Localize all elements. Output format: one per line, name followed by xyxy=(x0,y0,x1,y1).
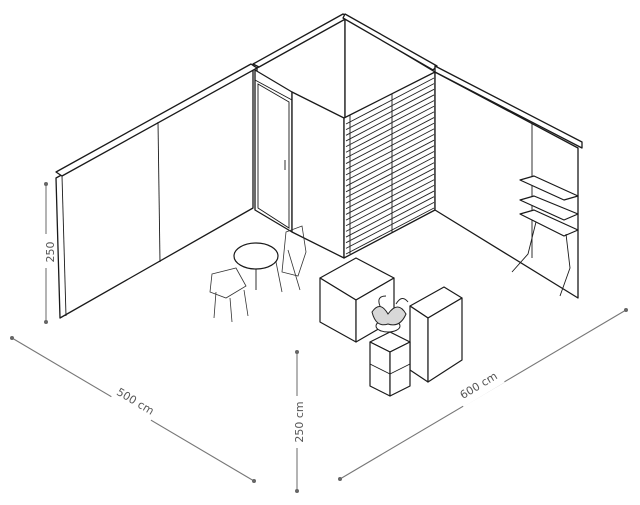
table-and-chairs xyxy=(209,225,307,323)
slat-line xyxy=(345,117,435,164)
slat-line xyxy=(345,173,435,221)
slat-line xyxy=(345,122,435,170)
slat-line xyxy=(345,207,435,255)
dim-center-height: 250 cm xyxy=(289,350,307,493)
plant-stand xyxy=(369,331,411,397)
slat-line xyxy=(345,201,435,249)
slat-line xyxy=(345,190,435,238)
slatwall-slats xyxy=(345,77,435,255)
dim-left-height: 250 xyxy=(38,182,57,324)
slat-line xyxy=(345,111,435,159)
right-wall xyxy=(434,65,583,299)
slat-line xyxy=(345,196,435,244)
dim-left-height-label: 250 xyxy=(44,242,57,263)
slatwall xyxy=(343,71,436,259)
slat-line xyxy=(345,128,435,176)
slat-line xyxy=(345,105,435,153)
slat-line xyxy=(345,162,435,210)
shelf-unit xyxy=(511,175,579,297)
slat-line xyxy=(345,134,435,181)
slat-line xyxy=(345,83,435,131)
dim-width-right: 600 cm xyxy=(338,308,628,481)
slat-line xyxy=(345,145,435,193)
slat-line xyxy=(345,179,435,227)
dim-width-left: 500 cm xyxy=(10,336,256,483)
dim-center-height-label: 250 cm xyxy=(293,401,306,442)
slat-line xyxy=(345,151,435,198)
slat-line xyxy=(345,168,435,215)
slat-line xyxy=(345,88,435,136)
slat-line xyxy=(345,156,435,204)
left-wall xyxy=(55,63,258,319)
slat-line xyxy=(345,77,435,125)
plant xyxy=(371,295,409,333)
slat-line xyxy=(345,100,435,148)
counter-cabinet xyxy=(409,286,463,383)
slat-line xyxy=(345,94,435,142)
slat-line xyxy=(345,139,435,187)
slat-line xyxy=(345,184,435,232)
